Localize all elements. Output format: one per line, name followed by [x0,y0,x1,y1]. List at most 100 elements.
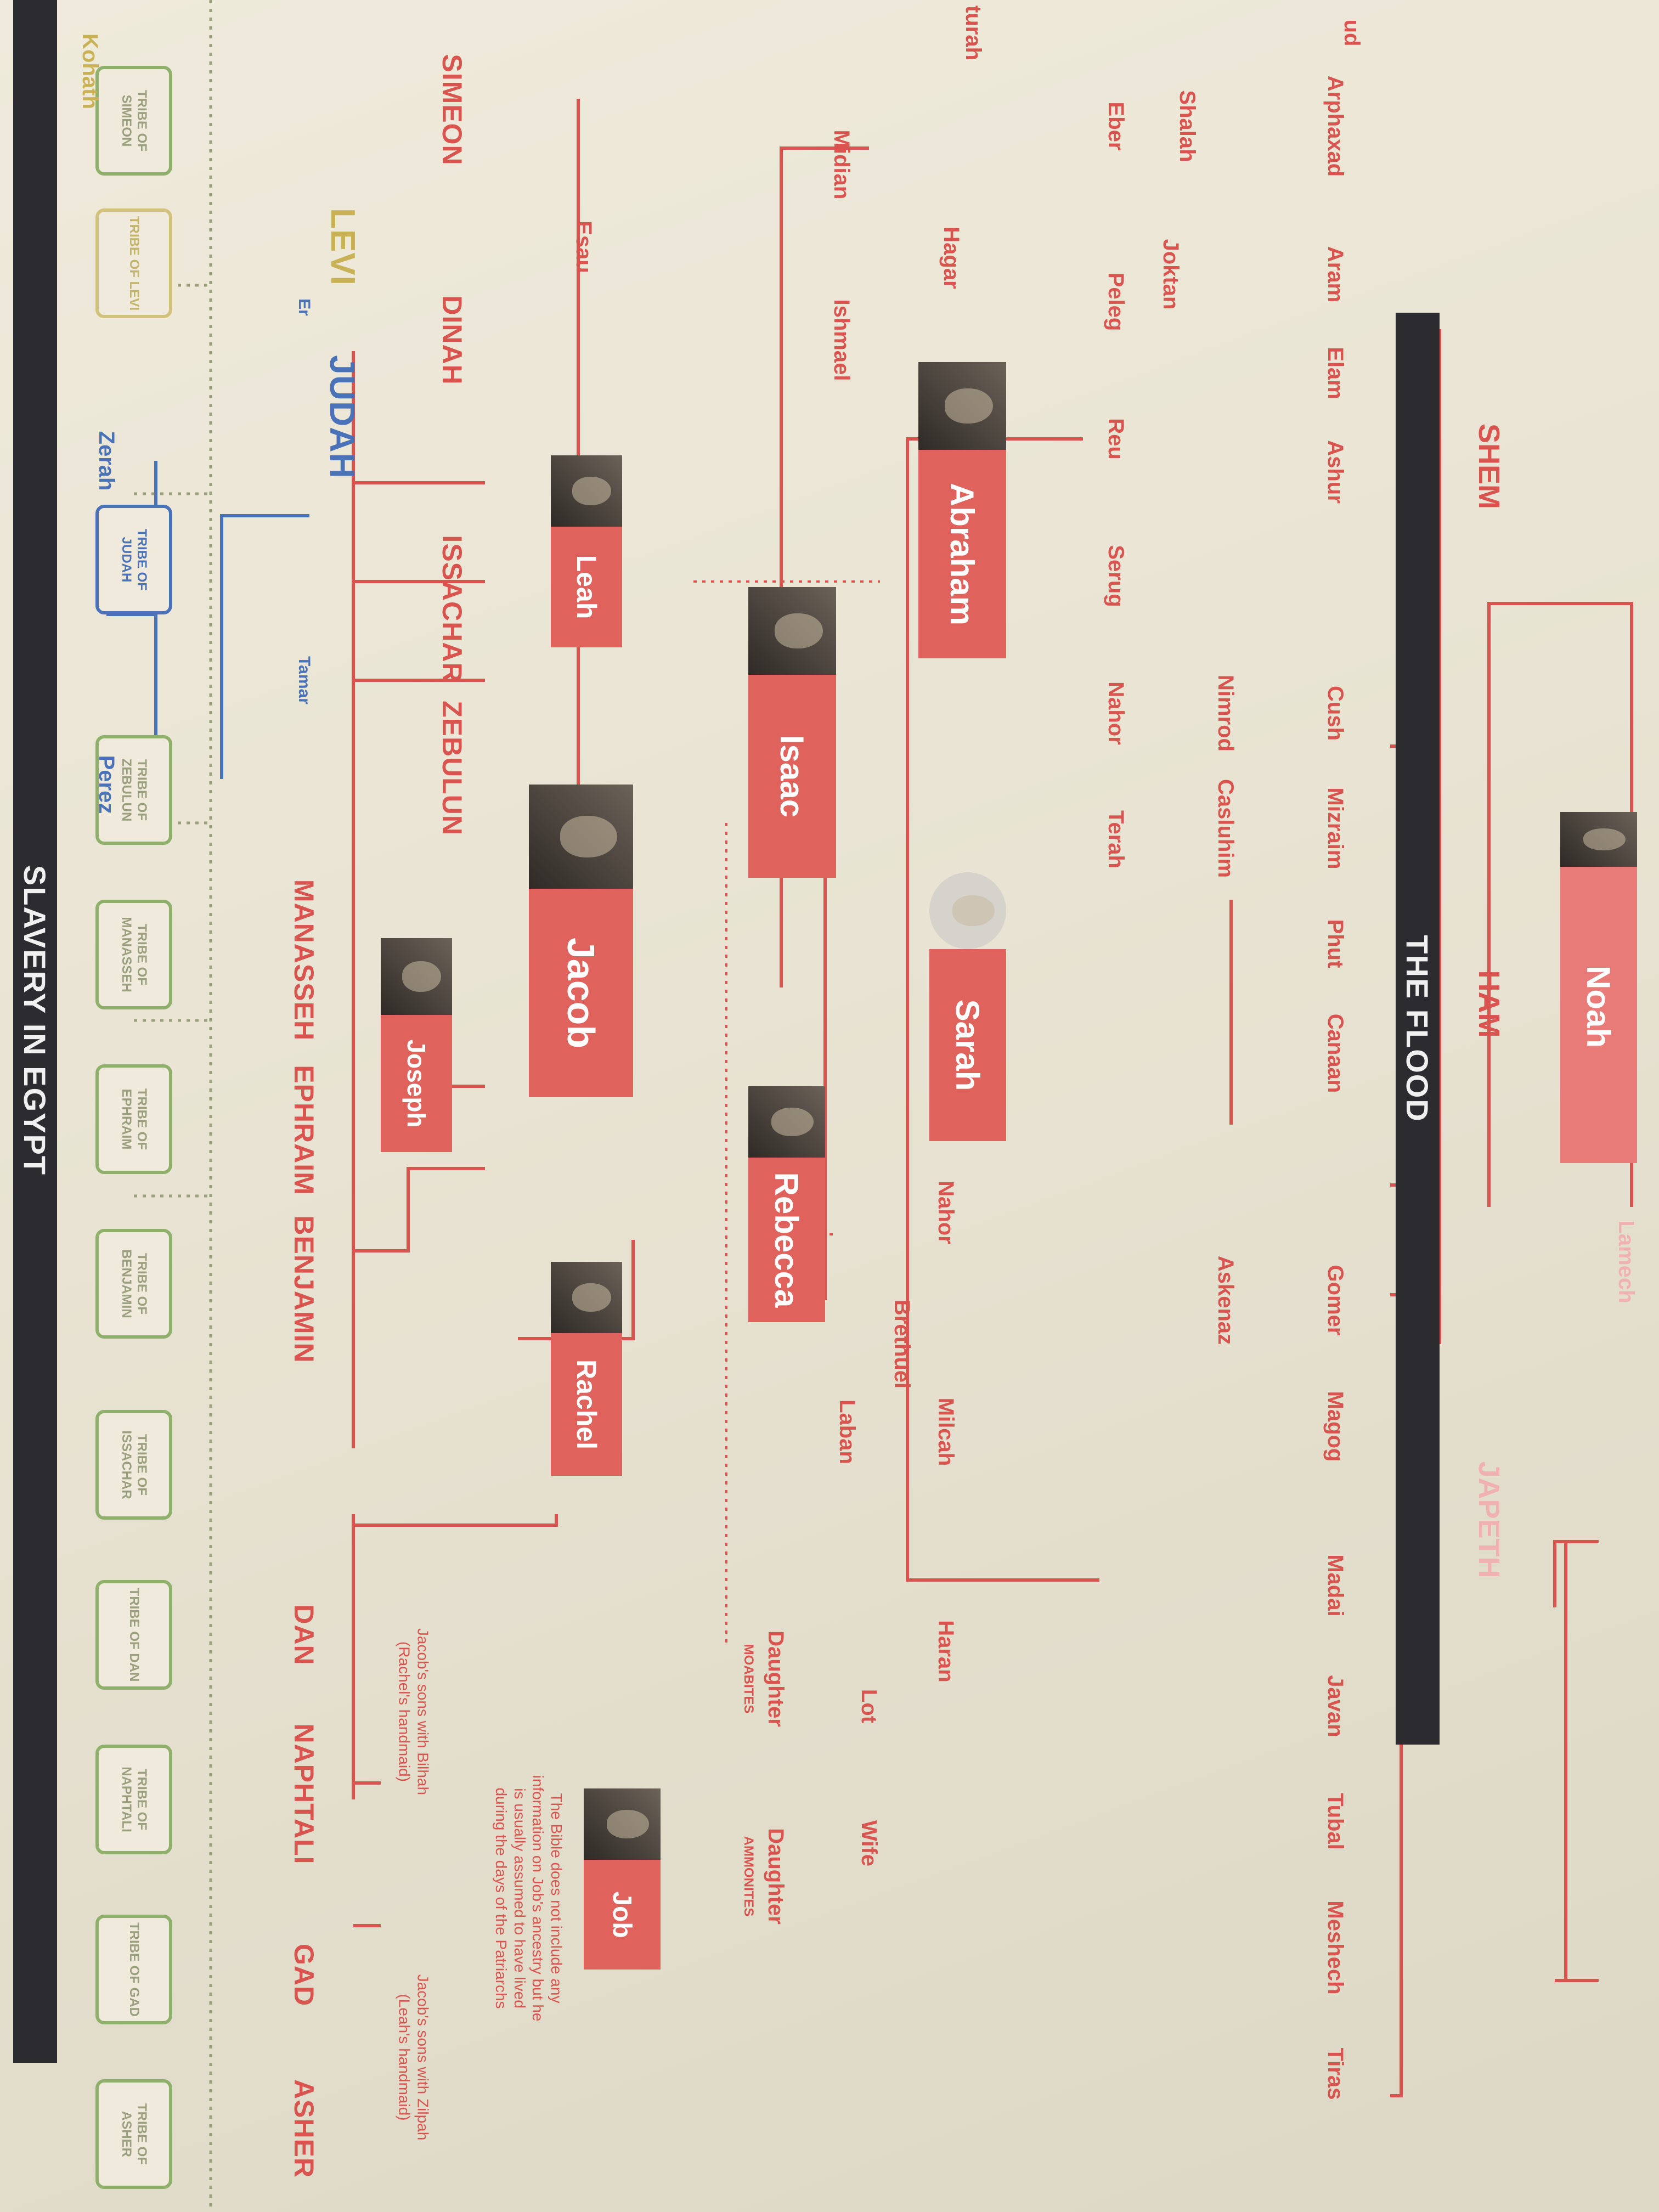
job-portrait [584,1788,661,1860]
tribe-judah-label: TRIBE OF JUDAH [119,529,149,590]
zerah-label[interactable]: Zerah [94,431,119,491]
naphtali-label[interactable]: NAPHTALI [289,1723,319,1865]
canaan-label[interactable]: Canaan [1323,1013,1347,1093]
elam-label[interactable]: Elam [1323,347,1347,399]
tribe-naphtali-label: TRIBE OF NAPHTALI [119,1767,149,1832]
serug-label[interactable]: Serug [1104,545,1128,607]
dan-label[interactable]: DAN [289,1604,319,1666]
abraham-box[interactable]: Abraham [918,450,1006,658]
perez-label[interactable]: Perez [94,755,119,814]
keturah-label[interactable]: turah [961,5,985,60]
tubal-label[interactable]: Tubal [1323,1793,1347,1850]
reu-label[interactable]: Reu [1104,418,1128,460]
isaac-box[interactable]: Isaac [748,675,836,878]
leah-portrait [551,455,622,527]
nimrod-label[interactable]: Nimrod [1214,675,1238,752]
noah-label: Noah [1580,966,1617,1048]
tribe-asher[interactable]: TRIBE OF ASHER [95,2079,172,2189]
tribe-simeon[interactable]: TRIBE OF SIMEON [95,66,172,176]
daughter-ammonites-label[interactable]: Daughter [764,1828,788,1925]
hagar-label[interactable]: Hagar [939,227,963,289]
daughter-moabites-label[interactable]: Daughter [764,1630,788,1727]
brethuel-label[interactable]: Brethuel [890,1299,914,1389]
tribe-ephraim[interactable]: TRIBE OF EPHRAIM [95,1064,172,1174]
lamech-label[interactable]: Lamech [1614,1220,1638,1304]
mizraim-label[interactable]: Mizraim [1323,787,1347,870]
cush-label[interactable]: Cush [1323,686,1347,741]
tribe-levi[interactable]: TRIBE OF LEVI [95,208,172,318]
judah-label[interactable]: JUDAH [323,355,362,479]
aram-label[interactable]: Aram [1323,246,1347,303]
milcah-label[interactable]: Milcah [934,1397,958,1466]
tribe-dan[interactable]: TRIBE OF DAN [95,1580,172,1690]
joktan-label[interactable]: Joktan [1159,239,1183,310]
esau-label[interactable]: Esau [572,221,596,273]
tribe-issachar-label: TRIBE OF ISSACHAR [119,1430,149,1499]
ham-label[interactable]: HAM [1472,970,1505,1038]
haran-label[interactable]: Haran [934,1620,958,1683]
ammonites-label[interactable]: AMMONITES [741,1836,756,1917]
eber-label[interactable]: Eber [1104,101,1128,151]
nahor-grandfather-label[interactable]: Nahor [1104,681,1128,745]
zilpah-note: Jacob's sons with Zilpah (Leah's handmai… [396,1974,432,2141]
tribe-issachar[interactable]: TRIBE OF ISSACHAR [95,1410,172,1520]
joseph-box[interactable]: Joseph [381,1015,452,1152]
levi-label[interactable]: LEVI [324,208,362,286]
jacob-box[interactable]: Jacob [529,889,633,1097]
rebecca-box[interactable]: Rebecca [748,1158,825,1322]
laban-label[interactable]: Laban [835,1400,859,1464]
midian-label[interactable]: Midian [830,129,854,200]
asher-label[interactable]: ASHER [289,2079,319,2179]
dinah-label[interactable]: DINAH [437,295,467,385]
terah-label[interactable]: Terah [1104,810,1128,868]
gomer-label[interactable]: Gomer [1323,1265,1347,1336]
ephraim-label[interactable]: EPHRAIM [289,1065,319,1195]
benjamin-label[interactable]: BENJAMIN [289,1215,319,1363]
phut-label[interactable]: Phut [1323,919,1347,968]
tribe-levi-label: TRIBE OF LEVI [126,216,142,311]
er-label[interactable]: Er [295,298,313,316]
simeon-label[interactable]: SIMEON [437,54,467,166]
ishmael-label[interactable]: Ishmael [830,299,854,381]
magog-label[interactable]: Magog [1323,1391,1347,1462]
leah-box[interactable]: Leah [551,527,622,647]
tribe-dan-label: TRIBE OF DAN [126,1588,142,1682]
joseph-label: Joseph [402,1039,431,1128]
japheth-label[interactable]: JAPETH [1472,1461,1505,1578]
javan-label[interactable]: Javan [1323,1675,1347,1737]
tribe-gad[interactable]: TRIBE OF GAD [95,1915,172,2024]
tiras-label[interactable]: Tiras [1323,2047,1347,2100]
tamar-label[interactable]: Tamar [295,656,313,704]
madai-label[interactable]: Madai [1323,1554,1347,1617]
tribe-naphtali[interactable]: TRIBE OF NAPHTALI [95,1745,172,1854]
tribe-judah[interactable]: TRIBE OF JUDAH [95,505,172,614]
sarah-box[interactable]: Sarah [929,949,1006,1141]
wife-label[interactable]: Wife [857,1820,881,1867]
lot-label[interactable]: Lot [857,1689,881,1724]
tribe-manasseh-label: TRIBE OF MANASSEH [119,917,149,992]
lud-label[interactable]: ud [1340,19,1364,47]
job-box[interactable]: Job [584,1860,661,1970]
issachar-label[interactable]: ISSACHAR [437,535,467,683]
tribe-benjamin[interactable]: TRIBE OF BENJAMIN [95,1229,172,1339]
peleg-label[interactable]: Peleg [1104,272,1128,331]
gad-label[interactable]: GAD [289,1943,319,2007]
job-label: Job [607,1891,637,1938]
shalah-label[interactable]: Shalah [1175,90,1199,162]
tribe-manasseh[interactable]: TRIBE OF MANASSEH [95,900,172,1009]
nahor-label[interactable]: Nahor [934,1181,958,1244]
kohath-label[interactable]: Kohath [78,33,102,109]
isaac-label: Isaac [774,735,811,818]
arphaxad-label[interactable]: Arphaxad [1323,75,1347,177]
shem-label[interactable]: SHEM [1472,423,1505,510]
zebulun-label[interactable]: ZEBULUN [437,701,467,836]
ashur-label[interactable]: Ashur [1323,440,1347,504]
rachel-box[interactable]: Rachel [551,1333,622,1476]
moabites-label[interactable]: MOABITES [741,1644,756,1714]
meshech-label[interactable]: Meshech [1323,1900,1347,1995]
casluhim-label[interactable]: Casluhim [1214,778,1238,878]
noah-box[interactable]: Noah [1560,850,1637,1163]
manasseh-label[interactable]: MANASSEH [289,879,319,1041]
askenaz-label[interactable]: Askenaz [1214,1255,1238,1345]
tribe-asher-label: TRIBE OF ASHER [119,2103,149,2165]
